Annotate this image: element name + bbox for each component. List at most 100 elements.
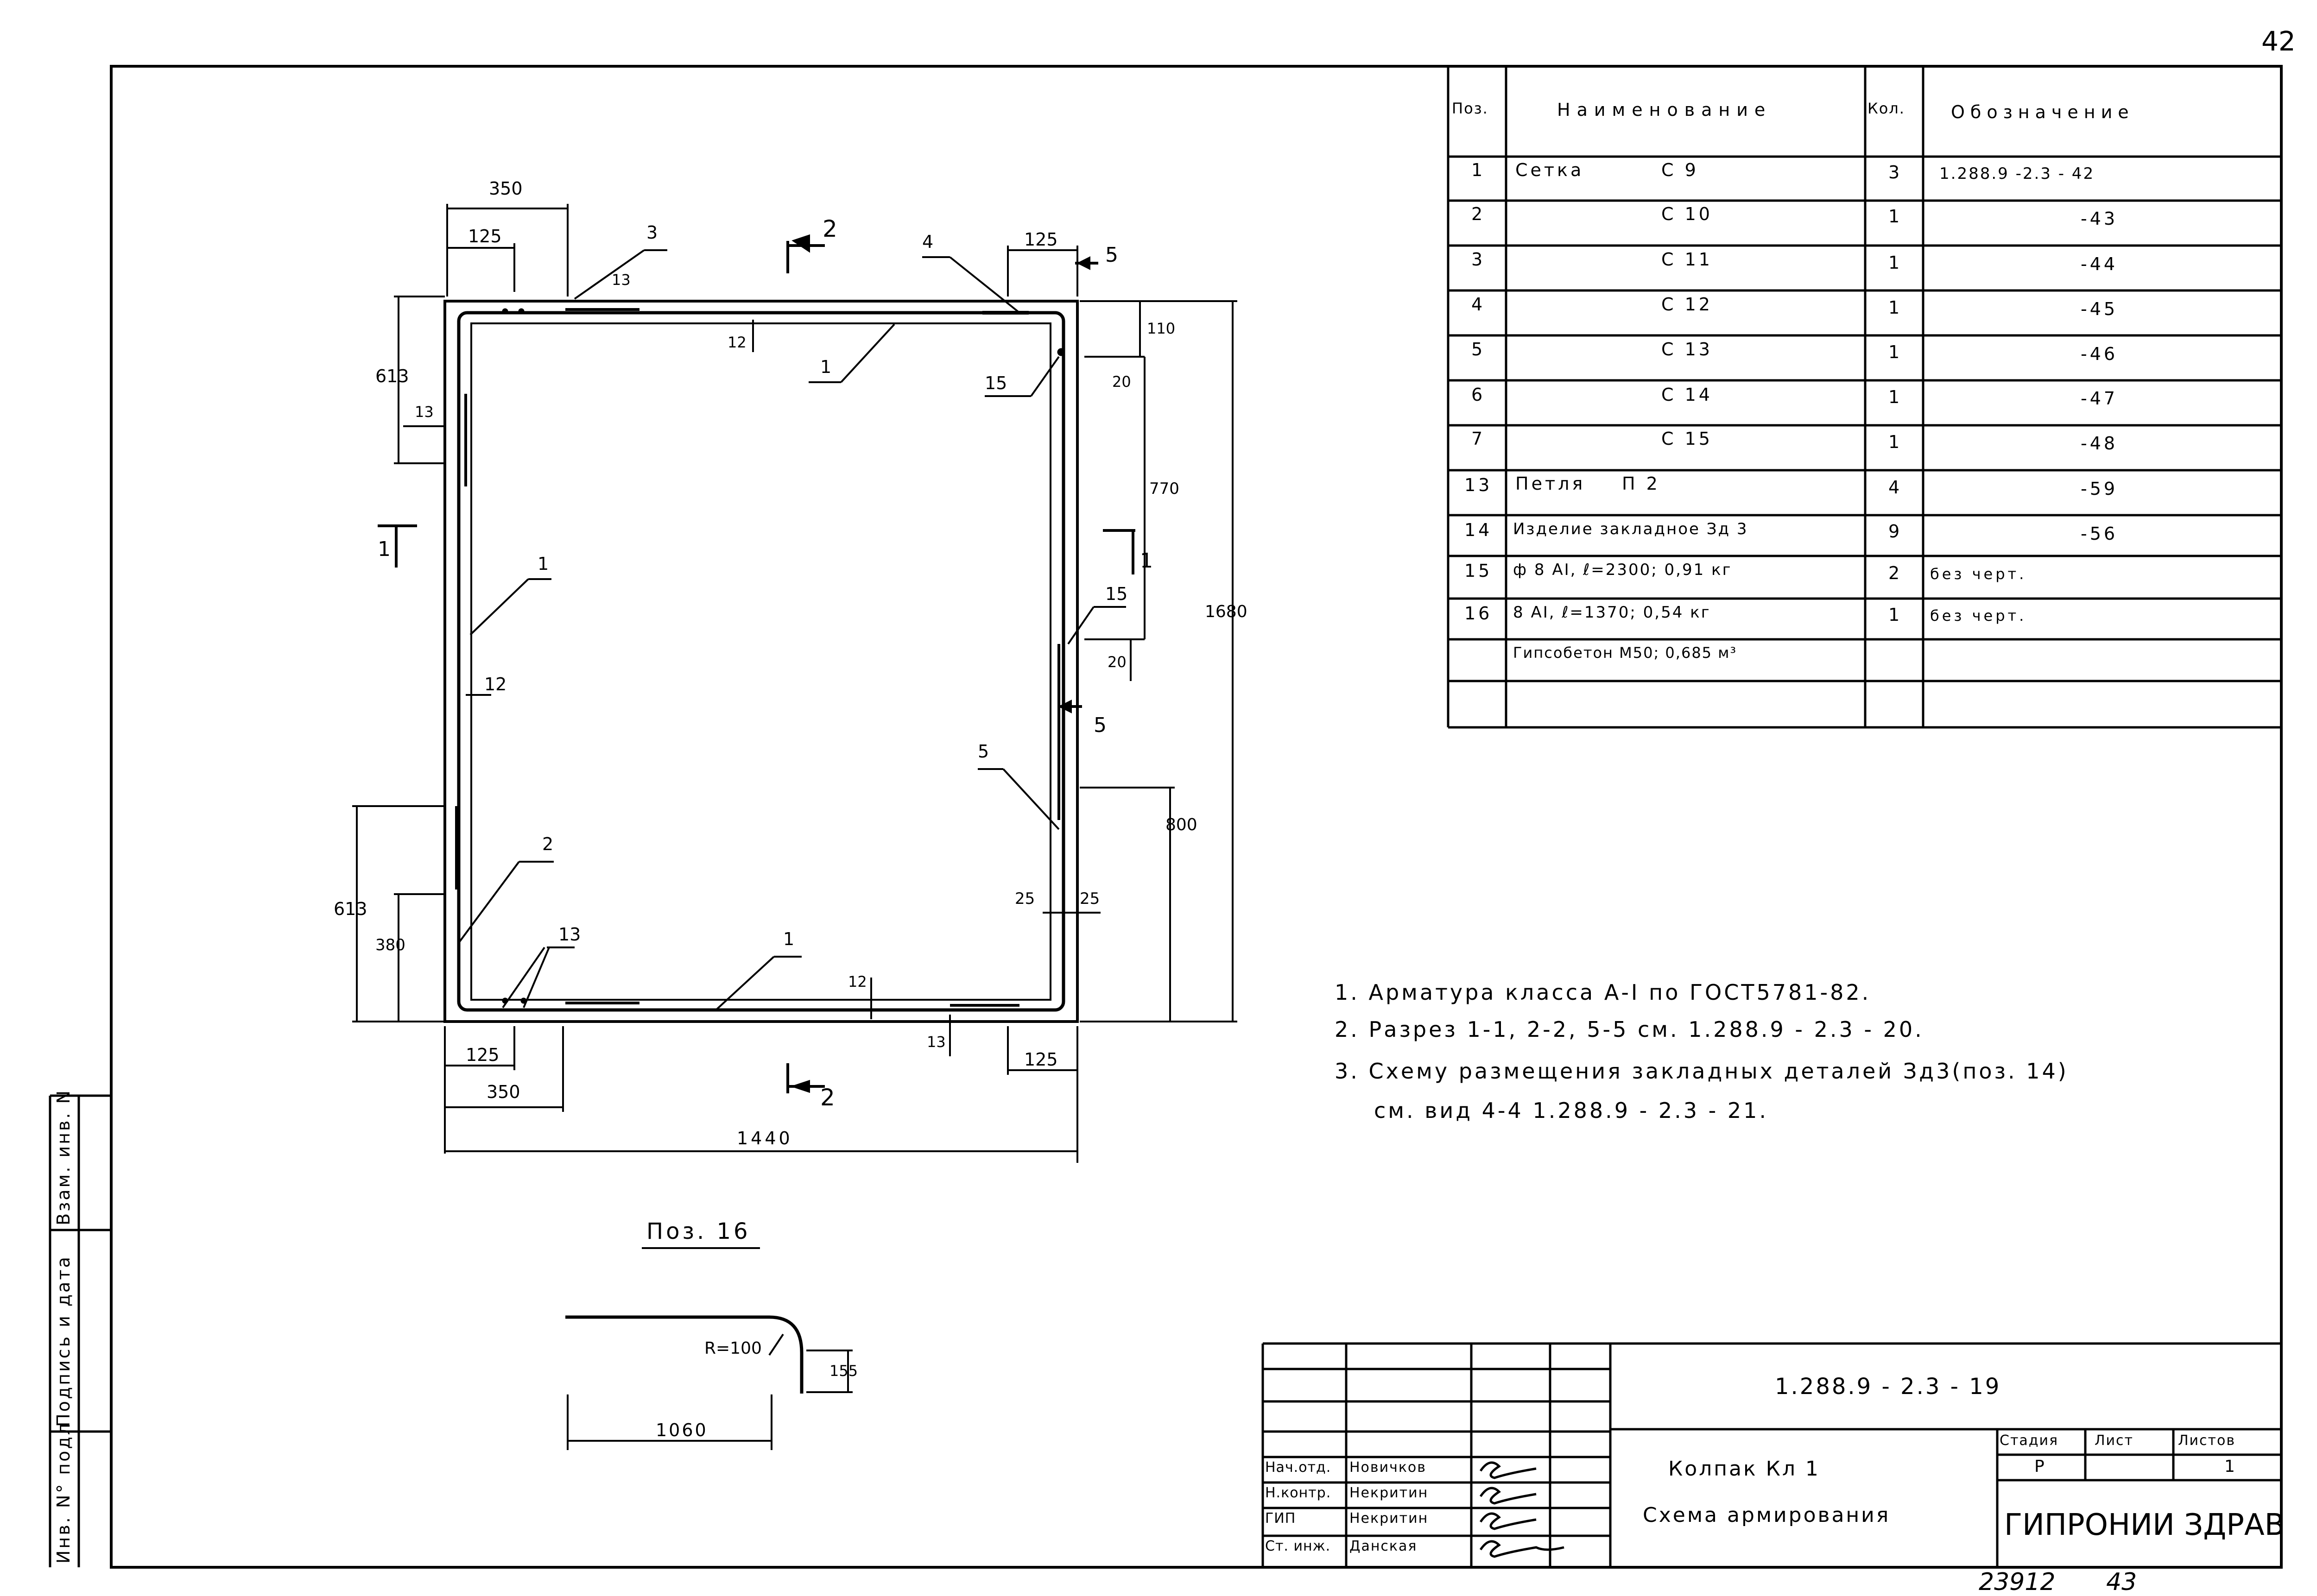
title-block-grid (1261, 1342, 2281, 1567)
spec-pos: 16 (1464, 603, 1493, 624)
spec-designation: без черт. (1930, 607, 2027, 625)
leader-13: 13 (558, 924, 581, 945)
spec-pos: 1 (1471, 160, 1486, 180)
name-head: Новичков (1349, 1459, 1426, 1476)
dim-top-350: 350 (489, 178, 523, 199)
section-2-top: 2 (823, 215, 837, 242)
spec-pos: 6 (1471, 385, 1486, 405)
archive-stamp-sheet: 43 (2106, 1568, 2137, 1596)
note-1: 1. Арматура класса А-I по ГОСТ5781-82. (1335, 980, 1871, 1005)
dim-12-bottom: 12 (848, 973, 867, 990)
leader-2: 2 (542, 834, 554, 854)
dim-bottom-125-right: 125 (1024, 1049, 1058, 1070)
spec-designation: -48 (2081, 433, 2118, 454)
leader-3: 3 (646, 222, 658, 243)
dimension-lines (352, 204, 1237, 1163)
leader-1-left: 1 (538, 554, 549, 574)
dim-left-613-top: 613 (375, 366, 409, 386)
signatures (1479, 1461, 1564, 1558)
dim-right-110: 110 (1147, 320, 1176, 337)
dim-right-770: 770 (1149, 479, 1179, 498)
spec-mark: П 2 (1622, 473, 1660, 494)
spec-designation: -46 (2081, 344, 2118, 364)
spec-name: Сетка (1515, 160, 1584, 180)
spec-table-grid (1447, 66, 2281, 729)
spec-name: 8 AI, ℓ=1370; 0,54 кг (1513, 603, 1711, 622)
stage-label: Стадия (2000, 1432, 2059, 1449)
dim-bottom-1440: 1440 (737, 1128, 793, 1148)
section-5-top: 5 (1105, 243, 1118, 267)
section-1-right: 1 (1140, 549, 1153, 573)
role-chief-engineer: ГИП (1265, 1510, 1296, 1527)
role-norm-control: Н.контр. (1265, 1485, 1331, 1501)
dim-inner-25-right: 25 (1080, 889, 1100, 908)
spec-qty: 2 (1888, 563, 1903, 583)
sheet-number: 42 (2261, 25, 2296, 57)
leader-lines (458, 249, 1126, 1011)
sheet-name: Схема армирования (1643, 1503, 1891, 1527)
dim-bottom-350: 350 (487, 1082, 520, 1102)
spec-mark: С 12 (1661, 294, 1713, 315)
role-senior-engineer: Ст. инж. (1265, 1538, 1331, 1554)
spec-designation: -59 (2081, 479, 2118, 499)
dim-top-125-left: 125 (468, 226, 502, 246)
archive-stamp-number: 23912 (1979, 1568, 2056, 1596)
side-stamp-replacement: Взам. инв. N (53, 1089, 74, 1225)
organization: ГИПРОНИИ ЗДРАВ (2004, 1508, 2285, 1542)
note-3-cont: см. вид 4-4 1.288.9 - 2.3 - 21. (1374, 1098, 1768, 1123)
spec-name: Гипсобетон М50; 0,685 м³ (1513, 644, 1737, 662)
spec-pos: 7 (1471, 429, 1486, 449)
spec-designation: -47 (2081, 388, 2118, 409)
dim-13-top: 13 (612, 271, 631, 289)
spec-qty: 9 (1888, 521, 1903, 542)
leader-5: 5 (978, 741, 989, 762)
dim-inner-25-left: 25 (1015, 889, 1035, 908)
pos16-bar (565, 1247, 853, 1450)
spec-mark: С 11 (1661, 249, 1713, 270)
spec-qty: 3 (1888, 162, 1903, 183)
sheet-frame (110, 65, 2283, 1569)
spec-designation: -44 (2081, 254, 2118, 274)
spec-pos: 2 (1471, 204, 1486, 224)
dim-12-top: 12 (728, 334, 747, 351)
spec-designation: -56 (2081, 524, 2118, 544)
spec-mark: С 13 (1661, 339, 1713, 360)
leader-15-top: 15 (985, 373, 1007, 393)
spec-qty: 1 (1888, 387, 1903, 407)
spec-designation: -45 (2081, 299, 2118, 319)
note-3: 3. Схему размещения закладных деталей Зд… (1335, 1059, 2069, 1084)
sheets-label: Листов (2178, 1432, 2236, 1449)
name-chief-engineer: Некритин (1349, 1510, 1429, 1527)
spec-mark: С 15 (1661, 429, 1713, 449)
leader-1-top: 1 (820, 357, 832, 377)
dim-top-125-right: 125 (1024, 229, 1058, 250)
spec-header-designation: Обозначение (1951, 102, 2134, 122)
section-markers (378, 234, 1135, 1093)
spec-qty: 1 (1888, 206, 1903, 227)
object-name: Колпак Кл 1 (1668, 1457, 1820, 1481)
spec-pos: 3 (1471, 249, 1486, 270)
spec-qty: 1 (1888, 297, 1903, 318)
dim-bottom-125-left: 125 (466, 1045, 500, 1065)
section-2-bottom: 2 (820, 1084, 835, 1111)
dim-right-1680: 1680 (1205, 602, 1247, 621)
spec-pos: 15 (1464, 561, 1493, 581)
doc-code: 1.288.9 - 2.3 - 19 (1775, 1374, 2001, 1400)
side-stamp-lines (49, 1094, 111, 1567)
dim-left-380: 380 (375, 936, 405, 954)
spec-qty: 1 (1888, 342, 1903, 362)
spec-header-pos: Поз. (1452, 100, 1488, 117)
pos16-length: 1060 (656, 1420, 708, 1440)
side-stamp-signature-date: Подпись и дата (53, 1255, 74, 1427)
spec-pos: 5 (1471, 339, 1486, 360)
leader-12: 12 (484, 674, 507, 694)
spec-designation: 1.288.9 -2.3 - 42 (1939, 164, 2095, 183)
side-stamp-inventory: Инв. N° подл (53, 1422, 74, 1564)
spec-name: ф 8 AI, ℓ=2300; 0,91 кг (1513, 561, 1732, 579)
spec-pos: 4 (1471, 294, 1486, 315)
spec-mark: С 14 (1661, 385, 1713, 405)
spec-qty: 1 (1888, 605, 1903, 625)
role-head: Нач.отд. (1265, 1459, 1331, 1476)
leader-1-bottom: 1 (783, 929, 795, 949)
